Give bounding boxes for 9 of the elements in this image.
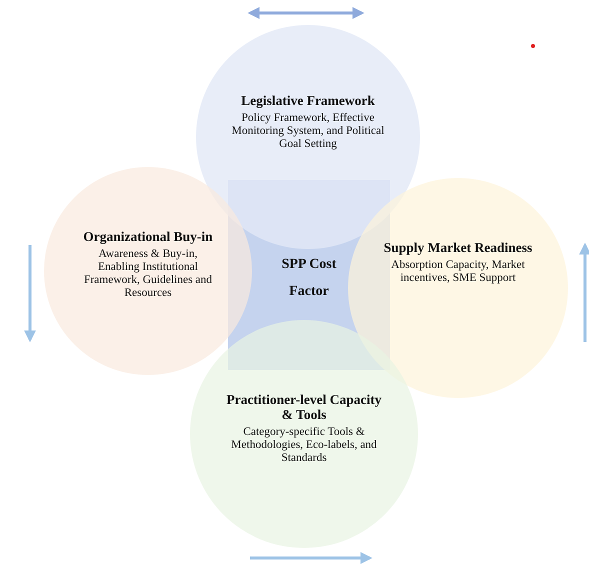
- heading-text: SPP Cost Factor: [280, 256, 338, 301]
- heading-text: Supply Market Readiness: [382, 240, 534, 256]
- description-text: Policy Framework, Effective Monitoring System, and Political Goal Setting: [230, 112, 386, 151]
- heading-text: Legislative Framework: [240, 93, 376, 108]
- description-text: Awareness & Buy-in, Enabling Institutional Framework, Guidelines and Resources: [82, 248, 214, 300]
- description-text: Category-specific Tools & Methodologies, Eco-labels, and Standards: [230, 426, 378, 465]
- description-text: Absorption Capacity, Market incentives, SME Support: [390, 259, 526, 285]
- heading-text: Practitioner-level Capacity & Tools: [225, 392, 383, 422]
- heading-text: Organizational Buy-in: [82, 229, 214, 244]
